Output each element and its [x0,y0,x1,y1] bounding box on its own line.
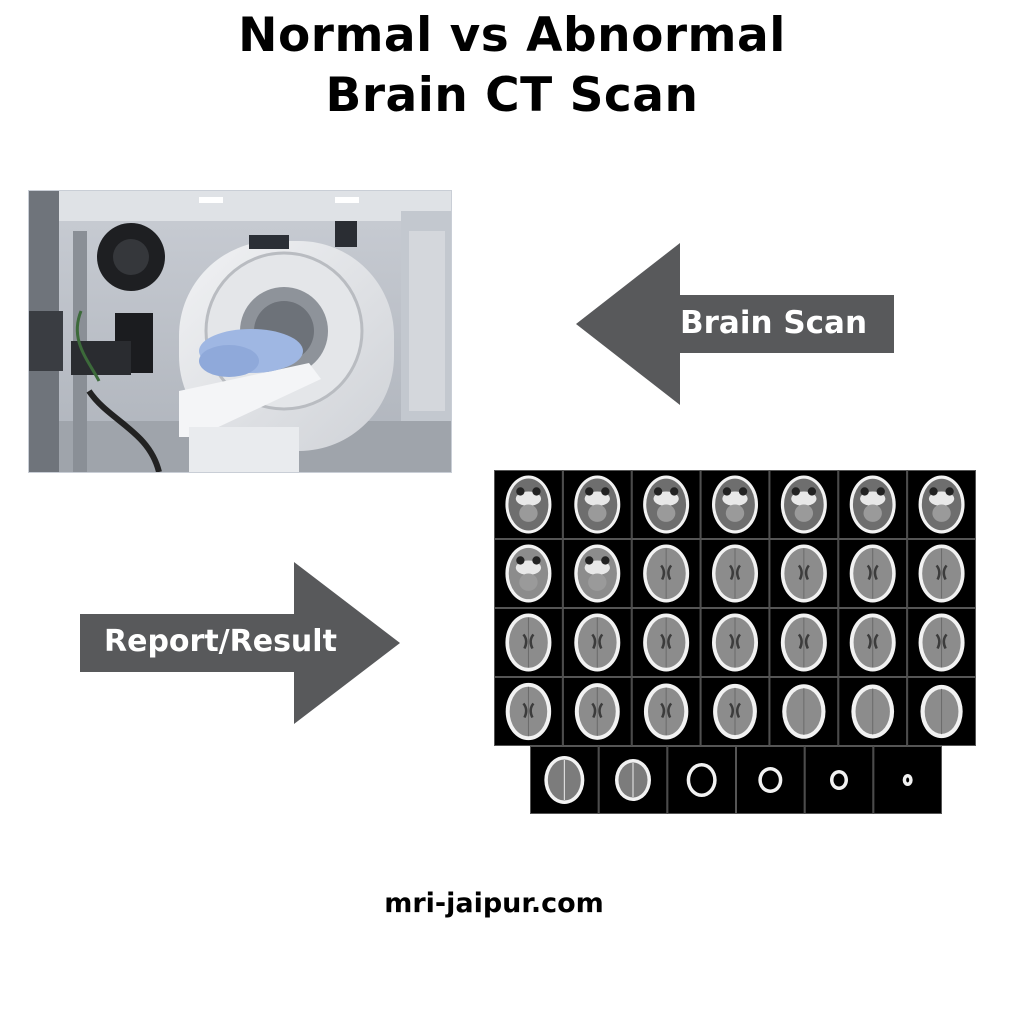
ct-slice [713,683,757,740]
ct-slice [920,684,963,739]
ct-slice [830,770,848,790]
ct-cell-border [769,608,839,677]
ct-cell-border [907,608,976,677]
ct-slice [643,683,689,740]
ct-cell-border [700,539,770,608]
ct-cell-border [838,608,908,677]
ct-slice [849,613,896,672]
ct-slice [643,475,690,534]
ct-cell-border [907,470,976,539]
ct-cell-border [494,677,563,746]
ct-slice-last-row [530,746,942,814]
ct-cell-border [700,470,770,539]
ct-cell-border [494,608,563,677]
ct-slice [712,475,758,534]
ct-slice [712,613,758,672]
brain-scan-arrow: Brain Scan [576,243,896,405]
ct-cell-border [530,746,599,814]
ct-cell-border [494,470,563,539]
ct-slice [851,684,895,739]
ct-scanner-photo [28,190,452,473]
ct-cell-border [769,470,839,539]
ct-cell-border [562,608,632,677]
ct-cell-border [700,608,770,677]
ct-slice [918,475,965,534]
ct-cell-border [838,539,908,608]
report-result-arrow: Report/Result [80,562,400,724]
ct-cell-border [667,746,736,814]
ct-cell-border [494,539,563,608]
ct-cell-border [598,746,668,814]
ct-cell-border [838,470,908,539]
ct-cell-border [631,539,701,608]
ct-slice-grid [494,470,976,746]
ct-cell-border [736,746,805,814]
brain-scan-label: Brain Scan [680,305,868,341]
ct-cell-border [562,677,632,746]
ct-slice [505,682,552,741]
ct-cell-border [631,677,701,746]
page-title: Normal vs Abnormal Brain CT Scan [0,6,1024,126]
ct-slice [505,613,552,672]
ct-cell-border [804,746,874,814]
title-line-1: Normal vs Abnormal [238,8,786,63]
title-line-2: Brain CT Scan [325,68,699,123]
ct-slice [505,544,552,603]
ct-slice [574,475,621,534]
ct-slice [902,774,913,786]
ct-slice [686,763,717,797]
ct-slice [544,756,585,804]
ct-cell-border [769,539,839,608]
ct-slice [643,613,690,672]
ct-cell-border [907,539,976,608]
ct-cell-border [873,746,942,814]
ct-slice [758,767,783,793]
report-result-label: Report/Result [104,624,337,659]
ct-slice [849,544,896,603]
ct-slice [918,544,965,603]
ct-slice [505,475,552,534]
ct-cell-border [769,677,839,746]
ct-slice [615,759,651,801]
ct-slice [574,613,621,672]
ct-slice [574,683,620,740]
ct-slice [574,544,621,603]
ct-cell-border [562,539,632,608]
ct-cell-border [631,470,701,539]
ct-cell-border [907,677,976,746]
ct-cell-border [631,608,701,677]
ct-cell-border [562,470,632,539]
ct-slice [918,613,965,672]
ct-cell-border [700,677,770,746]
website-footer: mri-jaipur.com [384,888,604,919]
ct-slice [712,544,758,603]
ct-cell-border [838,677,908,746]
ct-slice [643,544,690,603]
ct-slice [849,475,896,534]
ct-slice [780,613,827,672]
ct-slice [780,475,827,534]
ct-slice [782,684,826,739]
ct-slice [780,544,827,603]
